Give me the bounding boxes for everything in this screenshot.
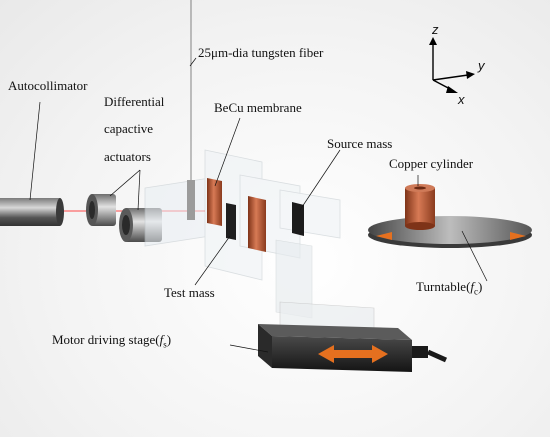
label-source-mass: Source mass: [327, 136, 393, 151]
label-actuators-line2: capactive: [104, 121, 154, 136]
label-actuators-line1: Differential: [104, 94, 165, 109]
coordinate-axes: [429, 37, 475, 93]
label-tungsten-fiber: 25μm-dia tungsten fiber: [198, 45, 324, 60]
label-actuators-line3: actuators: [104, 149, 151, 164]
label-turntable: Turntable(fc): [416, 279, 483, 297]
axis-y-label: y: [478, 58, 485, 73]
label-test-mass: Test mass: [164, 285, 215, 300]
turntable: [368, 216, 532, 248]
copper-cylinder: [405, 184, 435, 230]
autocollimator-body: [0, 198, 64, 226]
label-autocollimator: Autocollimator: [8, 78, 88, 93]
becu-membrane-plate: [207, 178, 222, 226]
capacitive-actuator-1: [86, 194, 116, 226]
label-copper-cylinder: Copper cylinder: [389, 156, 474, 171]
torsion-pendulum-bar: [187, 180, 195, 220]
label-becu-membrane: BeCu membrane: [214, 100, 302, 115]
source-mass: [292, 202, 304, 236]
label-motor-stage: Motor driving stage(fs): [52, 332, 172, 350]
axis-x-label: x: [458, 92, 465, 107]
axis-z-label: z: [432, 22, 439, 37]
stage-motion-arrow: [318, 345, 388, 363]
becu-plate-2: [248, 196, 266, 252]
test-mass: [226, 203, 236, 240]
leader-lines: [29, 57, 488, 353]
motor-stage: [258, 324, 448, 372]
